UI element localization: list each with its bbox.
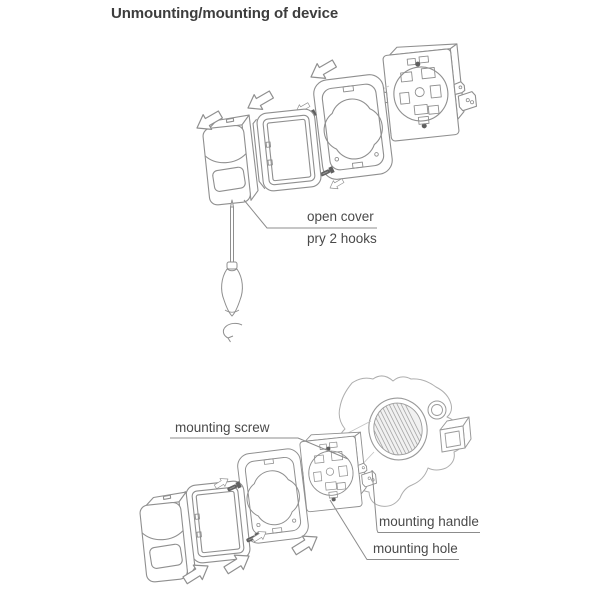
adapter-frame — [251, 107, 323, 193]
mounting-handle-label: mounting handle — [379, 514, 479, 529]
mounting-handle-knob — [439, 416, 472, 453]
mounting-screw-callout-line — [170, 437, 349, 460]
mounting-screw-label: mounting screw — [175, 420, 270, 435]
mounting-hole-label: mounting hole — [373, 541, 458, 556]
sensor-cover — [137, 491, 197, 584]
cover-frame — [311, 72, 395, 182]
page-title: Unmounting/mounting of device — [111, 5, 339, 22]
pry-2-hooks-label: pry 2 hooks — [307, 231, 377, 246]
open-cover-label: open cover — [307, 209, 374, 224]
mounting-hole-callout-line — [329, 499, 459, 560]
rotation-arrow — [222, 322, 243, 343]
unmount-diagram — [192, 39, 480, 343]
removal-arrow-middle — [243, 86, 277, 116]
screwdriver — [221, 199, 243, 317]
mounting-handle-callout-line — [371, 469, 480, 533]
open-cover-callout-line — [243, 199, 377, 229]
